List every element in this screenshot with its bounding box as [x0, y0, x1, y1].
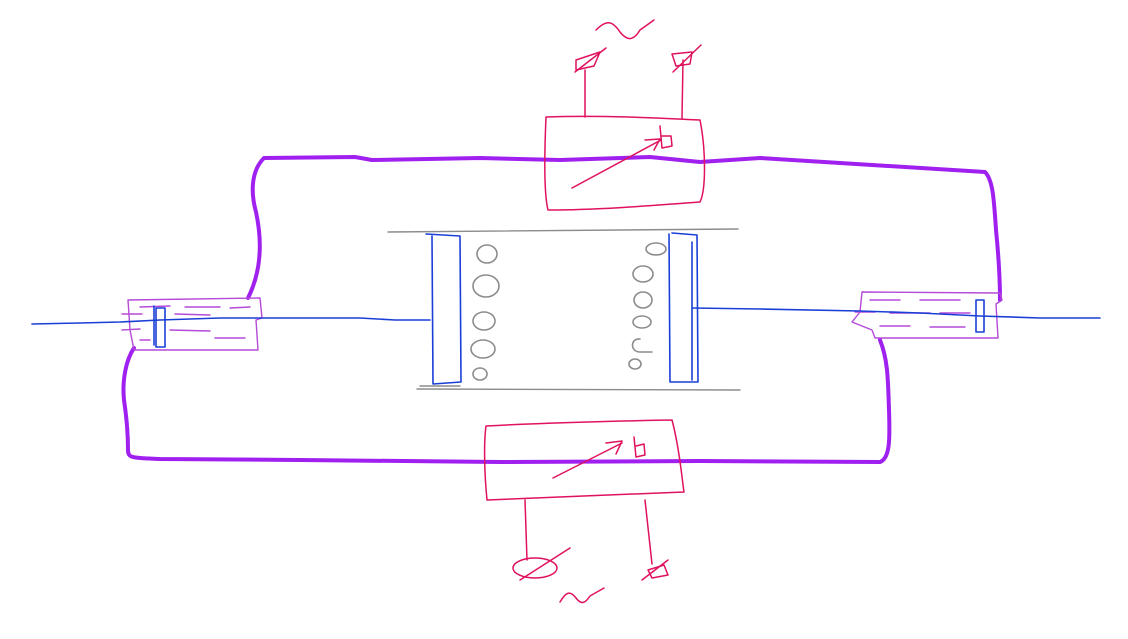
- top-power-supply: [544, 19, 706, 211]
- left-electrode-plate: [425, 233, 462, 385]
- outer-loop-conductor-lower: [121, 338, 892, 464]
- right-electrode-plate: [668, 232, 699, 383]
- vessel-walls: [387, 228, 741, 391]
- right-connector: [851, 291, 1003, 339]
- bottom-power-supply: [483, 419, 685, 604]
- left-connector-pin: [153, 305, 166, 348]
- right-connector-pin: [975, 299, 985, 333]
- left-connector: [121, 297, 263, 351]
- variable-resistor-icon: [659, 125, 673, 149]
- particles-right: [628, 242, 667, 370]
- right-lead-wire: [691, 307, 1101, 319]
- particles-left: [470, 244, 500, 381]
- ac-source-tilde-icon: [559, 587, 605, 604]
- ac-source-tilde-icon: [595, 19, 655, 40]
- outer-loop-conductor: [246, 155, 1002, 302]
- left-lead-wire: [31, 317, 431, 325]
- variable-resistor-icon: [633, 436, 646, 458]
